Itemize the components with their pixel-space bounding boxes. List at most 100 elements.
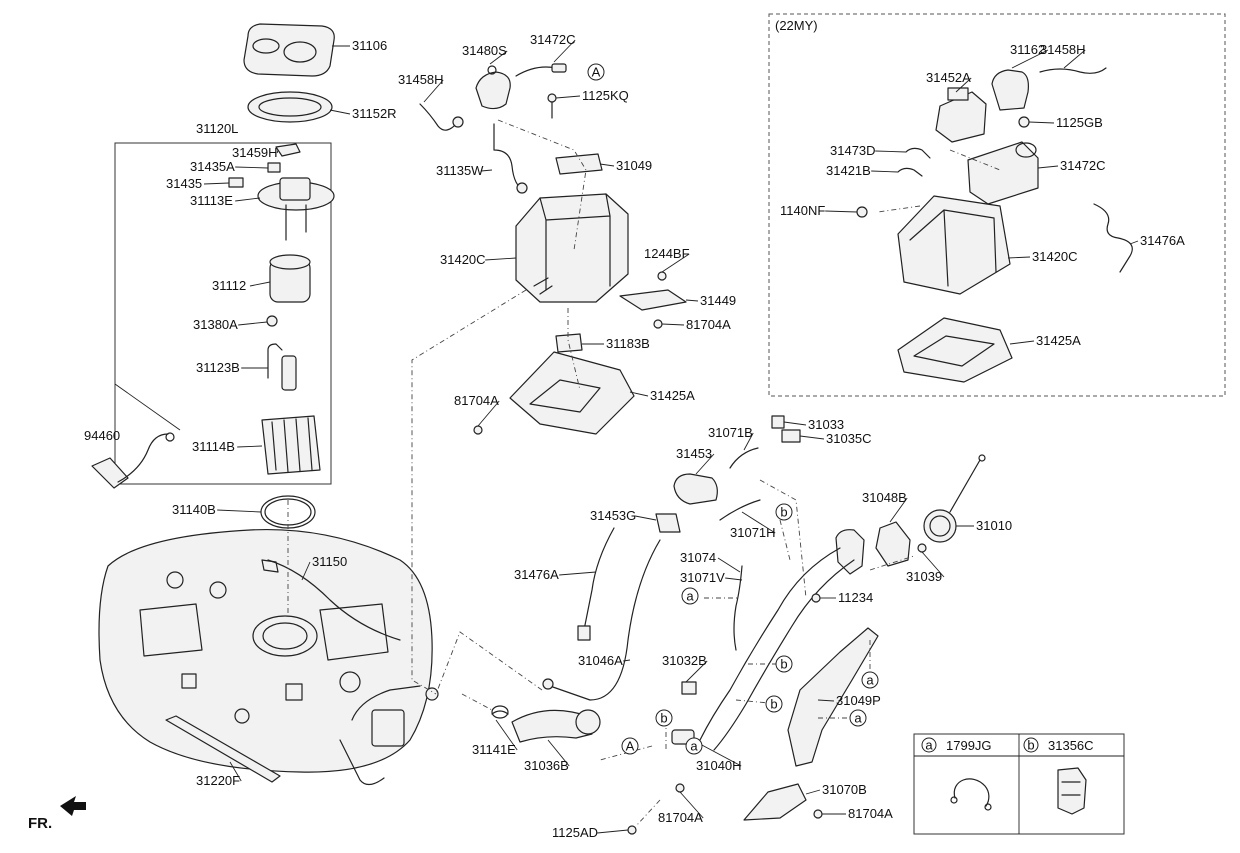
- guide-22my-clip: [877, 205, 921, 213]
- valve-31453: [673, 473, 718, 505]
- part-label-31220f: 31220F: [196, 773, 240, 788]
- part-label-81704a: 81704A: [686, 317, 731, 332]
- callout-marker-a: A: [587, 63, 605, 81]
- part-label-81704a: 81704A: [658, 810, 703, 825]
- hose-31472c-center: [515, 66, 557, 77]
- clip-31033: [771, 415, 785, 429]
- sender-clip: [275, 143, 301, 157]
- bolt-1125kq: [547, 93, 557, 103]
- part-label-31380a: 31380A: [193, 317, 238, 332]
- leader-line: [1063, 49, 1086, 69]
- part-label-31071h: 31071H: [730, 525, 776, 540]
- callout-circle: [685, 737, 703, 755]
- clip-31035c: [781, 429, 801, 443]
- part-label-31120l: 31120L: [196, 121, 238, 136]
- part-label-31458h: 31458H: [398, 72, 444, 87]
- label-leaders: [203, 39, 1139, 834]
- guide-valve-to-canister: [497, 119, 587, 251]
- legend-a-part: 1799JG: [946, 738, 992, 753]
- part-label-31435: 31435: [166, 176, 202, 191]
- callout-circle: [765, 695, 783, 713]
- part-label-31032b: 31032B: [662, 653, 707, 668]
- part-label-31114b: 31114B: [192, 439, 235, 454]
- clip-1799jg-illustration: [953, 778, 990, 807]
- callout-circle: [849, 709, 867, 727]
- part-label-31152r: 31152R: [352, 106, 397, 121]
- bolt-1125gb: [1018, 116, 1030, 128]
- filler-pipe-31040h: [699, 547, 841, 741]
- callout-letter: a: [866, 673, 874, 688]
- leader-line: [477, 400, 500, 427]
- callout-circle: [621, 737, 639, 755]
- leader-line: [229, 761, 242, 782]
- leader-line: [235, 197, 261, 202]
- guide-tank-to-clamp: [461, 693, 493, 711]
- part-label-31453g: 31453G: [590, 508, 636, 523]
- part-label-31035c: 31035C: [826, 431, 872, 446]
- callout-marker-b: b: [655, 709, 673, 727]
- part-label-31449: 31449: [700, 293, 736, 308]
- leader-line: [783, 421, 807, 426]
- callout-letter: b: [780, 505, 787, 520]
- leader-line: [875, 150, 907, 153]
- callout-circle: [655, 709, 673, 727]
- callout-marker-a: a: [681, 587, 699, 605]
- leader-line: [1028, 121, 1055, 124]
- canister-31420c: [515, 193, 629, 303]
- part-label-31033: 31033: [808, 417, 844, 432]
- legend-b-marker: [1023, 737, 1039, 753]
- bolt-31039: [917, 543, 927, 553]
- part-label-31476a: 31476A: [514, 567, 559, 582]
- clip-1140nf: [856, 206, 868, 218]
- bolt-1244bf: [657, 271, 667, 281]
- leader-line: [741, 511, 776, 534]
- leader-line: [695, 453, 715, 475]
- part-label-31112: 31112: [212, 278, 246, 293]
- callout-circle: [587, 63, 605, 81]
- leader-line: [203, 182, 230, 185]
- part-label-31113e: 31113E: [190, 193, 233, 208]
- leader-line: [599, 163, 615, 167]
- wire-31476a-22my: [1093, 203, 1133, 273]
- cover-31425a-22my: [897, 317, 1013, 383]
- label-layer: 3110631152R31120L31459H31435A3143531113E…: [84, 32, 1185, 840]
- part-label-1244bf: 1244BF: [644, 246, 690, 261]
- leader-line: [1009, 340, 1035, 345]
- leader-line: [661, 253, 690, 273]
- part-label-31472c: 31472C: [530, 32, 576, 47]
- filler-neck-31040h-top: [835, 529, 865, 575]
- housing-31048b: [875, 521, 911, 567]
- reservoir-cup: [261, 415, 321, 475]
- part-label-31140b: 31140B: [172, 502, 216, 517]
- leader-line: [1037, 165, 1059, 169]
- tank-strap-31220f: [165, 715, 281, 783]
- callout-circle: [775, 655, 793, 673]
- leader-line: [329, 109, 351, 115]
- leader-line: [825, 210, 858, 213]
- wire-31476a-center: [583, 527, 615, 631]
- part-label-31039: 31039: [906, 569, 942, 584]
- part-label-11234: 11234: [838, 590, 873, 605]
- bolt-1125ad: [627, 825, 637, 835]
- fuel-cap-31010: [923, 509, 957, 543]
- connector-31435: [228, 177, 244, 188]
- part-label-31049p: 31049P: [836, 693, 881, 708]
- callout-letter: a: [690, 739, 698, 754]
- bolt-81704a-left: [473, 425, 483, 435]
- purge-valve-31480s: [475, 71, 511, 110]
- bolt-81704a-bottom: [675, 783, 685, 793]
- leader-line: [685, 660, 708, 683]
- front-arrow-icon: [60, 796, 86, 816]
- guide-valve-to-filler: [759, 479, 807, 599]
- leader-line: [489, 50, 508, 65]
- callout-circle: [861, 671, 879, 689]
- callout-marker-a: a: [685, 737, 703, 755]
- plug-11234: [811, 593, 821, 603]
- leader-line: [249, 281, 271, 287]
- part-label-31420c: 31420C: [440, 252, 486, 267]
- part-label-81704a: 81704A: [454, 393, 499, 408]
- guide-canister-to-cover: [567, 308, 581, 391]
- part-label-94460: 94460: [84, 428, 120, 443]
- legend-b-letter: b: [1027, 738, 1034, 753]
- leader-line: [871, 170, 899, 173]
